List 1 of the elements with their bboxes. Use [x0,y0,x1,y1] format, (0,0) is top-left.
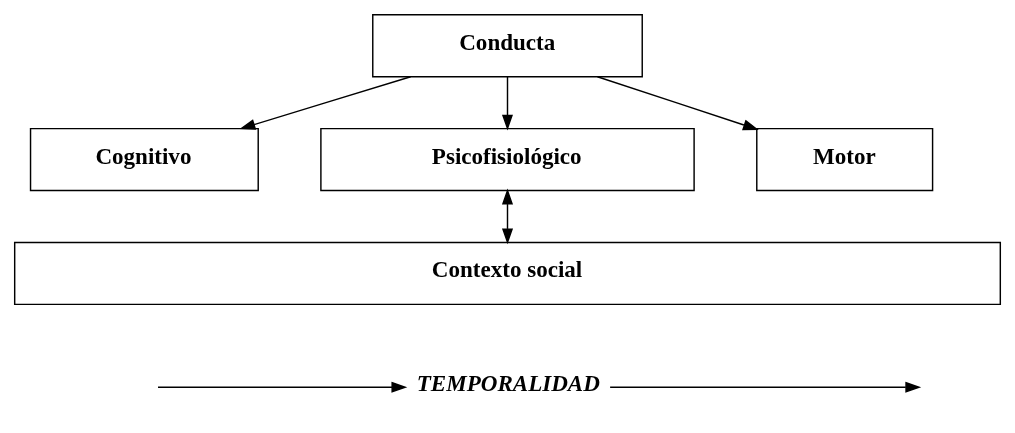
label: TEMPORALIDAD [416,370,600,397]
